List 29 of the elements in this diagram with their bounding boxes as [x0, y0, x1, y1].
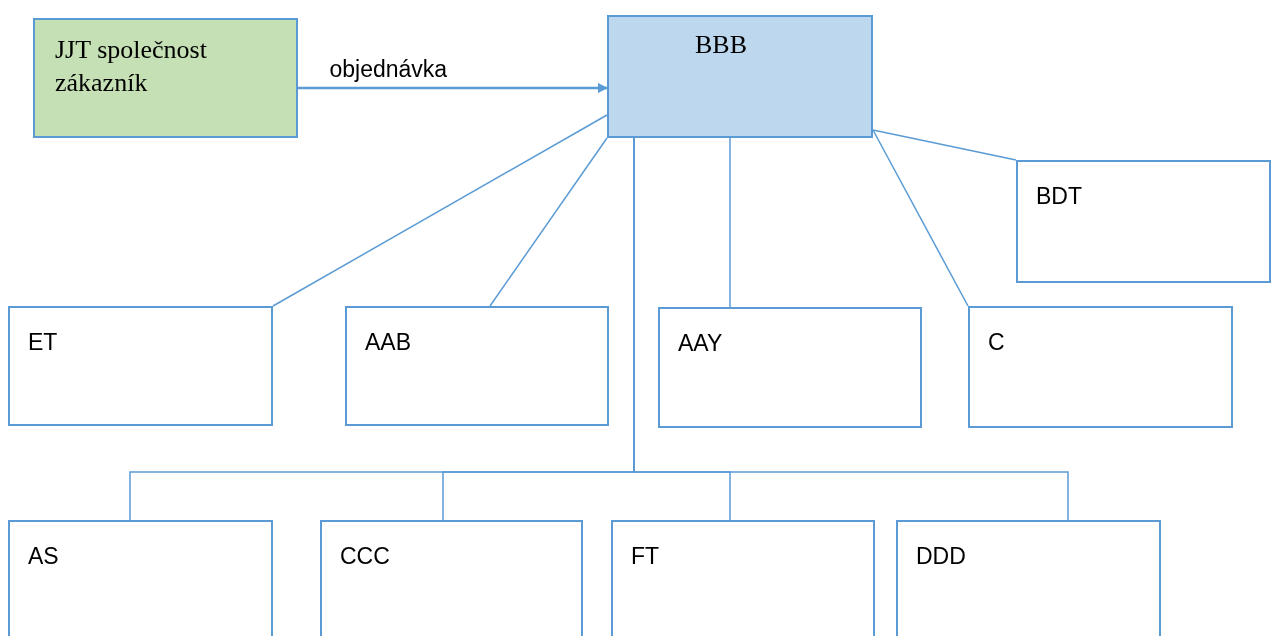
arrow	[298, 83, 608, 93]
connector-line	[272, 114, 608, 307]
box-text: CCC	[340, 542, 391, 571]
process-box	[320, 520, 583, 636]
box-text: AS	[28, 542, 60, 571]
box-text: C	[988, 328, 1006, 357]
process-box	[1016, 160, 1271, 283]
process-box	[345, 306, 609, 426]
process-box	[607, 15, 873, 138]
box-text: FT	[631, 542, 661, 571]
process-box	[8, 306, 273, 426]
connector-line	[489, 137, 608, 307]
connector-line	[872, 129, 969, 307]
box-text: AAY	[678, 329, 724, 358]
box-text: AAB	[365, 328, 413, 357]
box-text: JJT společnost zákazník	[55, 34, 208, 99]
process-box	[896, 520, 1161, 636]
edge-label: objednávka	[327, 56, 450, 83]
box-text: BBB	[695, 29, 749, 61]
process-box	[611, 520, 875, 636]
connector-line	[872, 129, 1017, 161]
process-box	[8, 520, 273, 636]
process-box	[658, 307, 922, 428]
connector-line	[729, 137, 731, 308]
process-box	[968, 306, 1233, 428]
box-text: ET	[28, 328, 59, 357]
process-box	[33, 18, 298, 138]
box-text: DDD	[916, 542, 967, 571]
box-text: BDT	[1036, 182, 1083, 211]
